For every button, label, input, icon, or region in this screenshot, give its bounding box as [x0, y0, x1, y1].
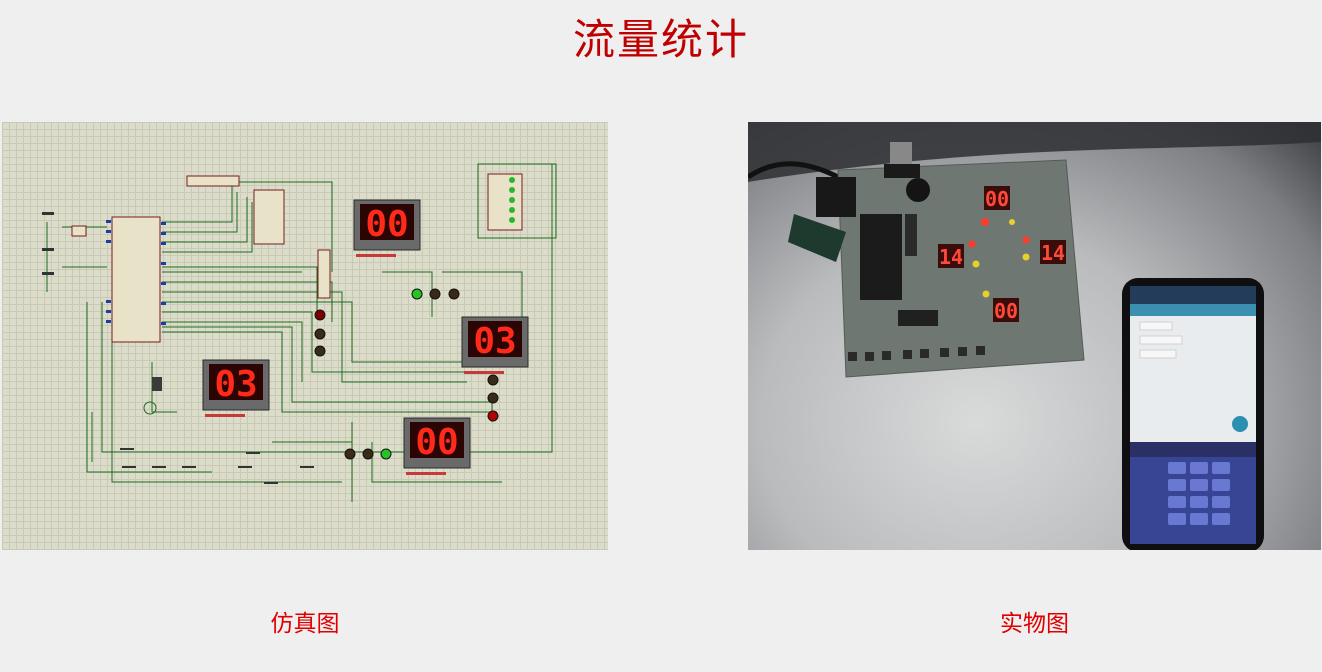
simulation-schematic-image: 00 03 03 00 — [2, 122, 608, 550]
simulation-caption: 仿真图 — [270, 611, 340, 637]
photo-display-right: 14 — [1041, 241, 1065, 265]
sim-display-left: 03 — [214, 364, 257, 405]
sim-display-bottom: 00 — [415, 422, 458, 463]
photo-display-top: 00 — [985, 187, 1009, 211]
photo-display-left: 14 — [939, 245, 963, 269]
sim-display-top: 00 — [365, 204, 408, 245]
photo-display-bottom: 00 — [994, 299, 1018, 323]
page-title: 流量统计 — [572, 15, 749, 64]
photo-caption: 实物图 — [1000, 611, 1069, 637]
hardware-photo: 00 14 14 00 — [748, 122, 1321, 550]
sim-display-right: 03 — [473, 321, 516, 362]
